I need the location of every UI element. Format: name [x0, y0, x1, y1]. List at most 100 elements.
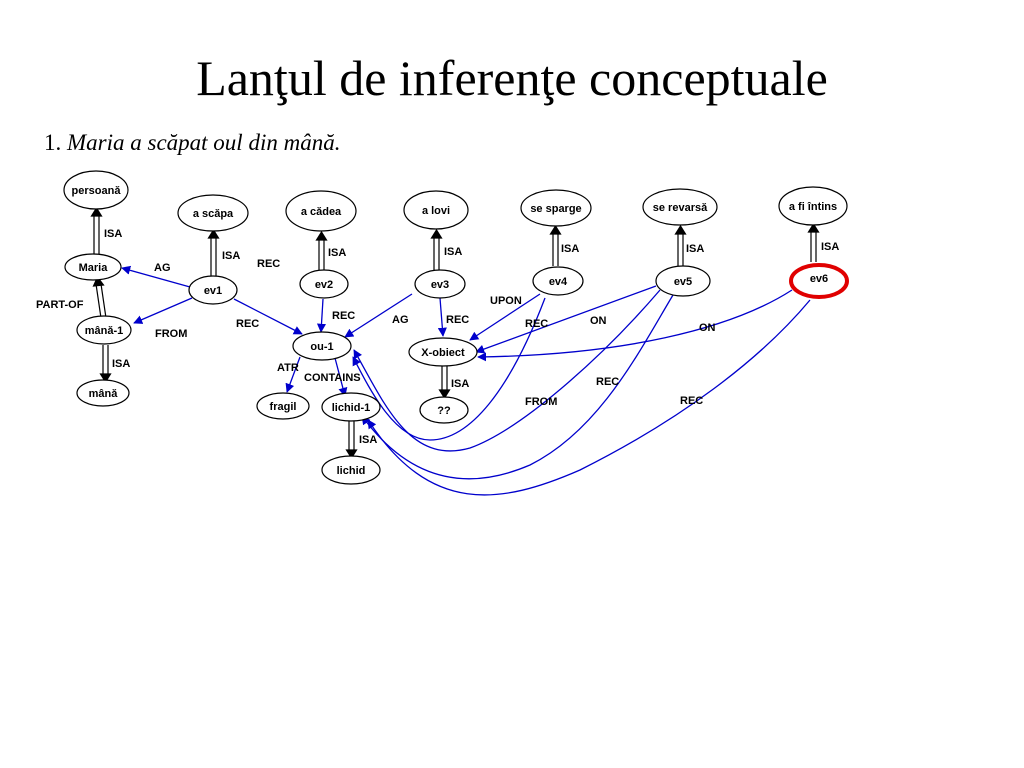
node-a-cadea: a cădea: [285, 190, 357, 232]
node-x-obiect-label: X-obiect: [421, 347, 465, 359]
node-mana-label: mână: [89, 388, 119, 400]
part-of-mana1-maria: [92, 275, 107, 319]
from-ev5-ou1: [353, 289, 661, 452]
relation-labels: ISA PART-OF ISA AG FROM ISA REC REC ISA …: [36, 228, 839, 446]
label-isa-xobiect: ISA: [451, 378, 469, 390]
label-atr: ATR: [277, 362, 299, 374]
label-isa-afiintins: ISA: [821, 241, 839, 253]
label-ag-ev3: AG: [392, 314, 409, 326]
node-ev3: ev3: [414, 269, 466, 299]
label-rec-ev1: REC: [236, 318, 259, 330]
node-fragil-label: fragil: [270, 401, 297, 413]
isa-ev6-afiintins: [807, 222, 820, 262]
on-ev5-xobiect: [475, 285, 657, 354]
isa-ev5-serevarsa: [674, 224, 687, 266]
upon-ev4-xobiect: [469, 293, 541, 341]
label-rec-ev5: REC: [596, 376, 619, 388]
relation-arrows: [121, 265, 811, 496]
node-a-lovi: a lovi: [403, 190, 469, 230]
example-number: 1.: [44, 130, 62, 155]
node-ev1-label: ev1: [204, 285, 222, 297]
isa-mana1-mana: [99, 345, 112, 384]
label-isa-sesparge: ISA: [561, 243, 579, 255]
node-se-sparge: se sparge: [520, 189, 592, 227]
isa-ev2-acadea: [315, 230, 328, 270]
node-persoana-label: persoană: [72, 185, 122, 197]
node-a-fi-intins-label: a fi întins: [789, 201, 837, 213]
isa-lichid1-lichid: [345, 419, 358, 460]
isa-arrows: [90, 206, 820, 460]
node-ev2-label: ev2: [315, 279, 333, 291]
label-isa-alovi: ISA: [444, 246, 462, 258]
node-mana1: mână-1: [76, 315, 132, 345]
ag-ev3-ou1: [344, 293, 413, 338]
node-mana1-label: mână-1: [85, 325, 124, 337]
node-a-scapa-label: a scăpa: [193, 208, 234, 220]
label-isa-acadea: ISA: [328, 247, 346, 259]
isa-ev1-ascapa: [207, 228, 220, 276]
label-upon: UPON: [490, 295, 522, 307]
node-ev6: ev6: [789, 263, 849, 299]
node-se-sparge-label: se sparge: [530, 203, 581, 215]
node-a-cadea-label: a cădea: [301, 206, 342, 218]
node-se-revarsa-label: se revarsă: [653, 202, 708, 214]
node-ou1: ou-1: [292, 331, 352, 361]
rec-ev6-lichid1: [367, 299, 811, 496]
node-a-fi-intins: a fi întins: [778, 186, 848, 226]
node-unknown-label: ??: [437, 405, 451, 417]
isa-xobiect-unknown: [438, 365, 451, 400]
node-fragil: fragil: [256, 392, 310, 420]
node-ev1: ev1: [188, 275, 238, 305]
example-text: Maria a scăpat oul din mână.: [67, 130, 341, 155]
node-maria-label: Maria: [79, 262, 109, 274]
node-mana: mână: [76, 379, 130, 407]
node-lichid1-label: lichid-1: [332, 402, 371, 414]
label-isa-ascapa: ISA: [222, 250, 240, 262]
node-ev2: ev2: [299, 269, 349, 299]
label-from-ev1: FROM: [155, 328, 187, 340]
node-ev5-label: ev5: [674, 276, 692, 288]
label-rec-ev6: REC: [680, 395, 703, 407]
ag-ev1-maria: [121, 265, 191, 288]
node-lichid1: lichid-1: [321, 392, 381, 422]
label-rec-ev3: REC: [446, 314, 469, 326]
example-sentence: 1. Maria a scăpat oul din mână.: [44, 130, 340, 156]
contains-ou1-lichid1: [334, 357, 348, 397]
label-from-ev5: FROM: [525, 396, 557, 408]
nodes: persoană Maria mână-1 mână a scăpa ev1 a…: [63, 170, 849, 485]
rec-ev1-ou1: [233, 298, 303, 335]
node-lichid: lichid: [321, 455, 381, 485]
node-lichid-label: lichid: [337, 465, 366, 477]
label-ag-ev1: AG: [154, 262, 171, 274]
node-ev3-label: ev3: [431, 279, 449, 291]
isa-ev3-alovi: [430, 228, 443, 270]
rec-ev3-xobiect: [437, 297, 447, 337]
node-ev4-label: ev4: [549, 276, 568, 288]
label-rec-top: REC: [257, 258, 280, 270]
on-ev6-xobiect: [477, 289, 793, 362]
label-isa-mana: ISA: [112, 358, 130, 370]
rec-ev2-ou1: [316, 298, 327, 333]
node-ev5: ev5: [655, 265, 711, 297]
from-ev1-mana1: [133, 297, 193, 324]
node-se-revarsa: se revarsă: [642, 188, 718, 226]
label-on-ev6: ON: [699, 322, 716, 334]
atr-ou1-fragil: [285, 356, 301, 393]
label-isa-serevarsa: ISA: [686, 243, 704, 255]
isa-ev4-sesparge: [549, 224, 562, 266]
slide-title: Lanţul de inferenţe conceptuale: [196, 50, 828, 106]
label-contains: CONTAINS: [304, 372, 361, 384]
node-unknown: ??: [419, 396, 469, 424]
node-x-obiect: X-obiect: [408, 337, 478, 367]
node-maria: Maria: [64, 253, 122, 281]
rec-ev4-ou1: [352, 297, 546, 441]
label-rec-ev4: REC: [525, 318, 548, 330]
node-ev4: ev4: [532, 266, 584, 296]
rec-ev5-lichid1: [361, 294, 674, 480]
label-isa-persoana: ISA: [104, 228, 122, 240]
node-a-scapa: a scăpa: [177, 194, 249, 232]
node-ev6-label: ev6: [810, 273, 828, 285]
label-on-ev5: ON: [590, 315, 607, 327]
label-isa-lichid: ISA: [359, 434, 377, 446]
